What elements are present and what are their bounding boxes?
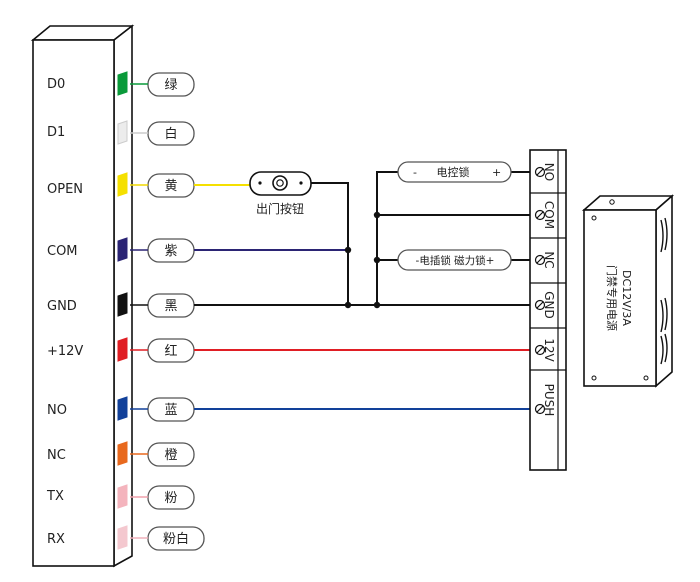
junction-dots bbox=[344, 211, 381, 309]
pin-label-tx: TX bbox=[46, 489, 64, 504]
power-supply bbox=[581, 194, 675, 388]
exit-button-label: 出门按钮 bbox=[256, 201, 304, 216]
controller-board bbox=[30, 24, 135, 568]
pin-label-com: COM bbox=[47, 244, 78, 259]
lock-name: 电控锁 bbox=[437, 165, 470, 179]
wire-labels: 绿 白 黄 紫 黑 红 蓝 橙 粉 粉白 bbox=[163, 78, 189, 547]
wire-label-purple: 紫 bbox=[164, 244, 177, 259]
exit-button-dot-left bbox=[258, 181, 262, 185]
lock-plus: + bbox=[492, 166, 501, 179]
connector-stub-rx bbox=[117, 525, 128, 550]
lock-electric-control: - 电控锁 + bbox=[397, 161, 512, 183]
pin-label-d1: D1 bbox=[47, 125, 65, 140]
lock-minus: - bbox=[413, 166, 417, 179]
terminal-com: COM bbox=[542, 201, 556, 229]
connector-stub-d1 bbox=[117, 120, 128, 145]
wire-label-blue: 蓝 bbox=[164, 403, 177, 418]
connector-stub-no bbox=[117, 396, 128, 421]
wire-label-black: 黑 bbox=[164, 299, 177, 314]
psu-label-line2: 门禁专用电源 bbox=[605, 265, 619, 331]
terminal-nc: NC bbox=[542, 251, 556, 268]
terminal-block bbox=[529, 149, 567, 471]
wire-label-orange: 橙 bbox=[164, 448, 177, 463]
pin-labels: D0 D1 OPEN COM GND +12V NO NC TX RX bbox=[46, 77, 83, 547]
connector-stubs bbox=[117, 71, 128, 550]
terminal-gnd: GND bbox=[542, 291, 556, 319]
connector-stub-d0 bbox=[117, 71, 128, 96]
wire-label-yellow: 黄 bbox=[164, 179, 177, 194]
wire-black-button bbox=[311, 182, 349, 305]
terminal-push: PUSH bbox=[542, 384, 556, 417]
connector-stub-com bbox=[117, 237, 128, 262]
wires bbox=[194, 171, 540, 410]
terminal-12v: 12V bbox=[542, 338, 556, 362]
terminal-no: NO bbox=[542, 163, 556, 181]
wire-label-pink-white: 粉白 bbox=[163, 531, 189, 547]
psu-label-line1: DC12V/3A bbox=[620, 270, 633, 326]
terminal-labels: NO COM NC GND 12V PUSH bbox=[542, 163, 556, 417]
leads bbox=[130, 83, 148, 539]
pin-label-open: OPEN bbox=[47, 182, 83, 197]
pin-label-gnd: GND bbox=[47, 299, 77, 314]
pin-label-d0: D0 bbox=[47, 77, 65, 92]
terminal-screws bbox=[534, 166, 546, 415]
connector-stub-nc bbox=[117, 441, 128, 466]
exit-button bbox=[249, 171, 312, 196]
pin-label-nc: NC bbox=[47, 448, 66, 463]
exit-button-dot-right bbox=[299, 181, 303, 185]
lock-mag: -电插锁 磁力锁+ bbox=[397, 249, 512, 271]
wire-lock-bus bbox=[376, 171, 398, 305]
pin-label-rx: RX bbox=[47, 532, 65, 547]
connector-stub-12v bbox=[117, 337, 128, 362]
wire-label-white: 白 bbox=[164, 126, 177, 142]
pin-label-no: NO bbox=[47, 403, 67, 418]
mag-lock-label: -电插锁 磁力锁+ bbox=[416, 254, 495, 267]
wire-label-red: 红 bbox=[164, 343, 177, 359]
wire-label-boxes bbox=[147, 72, 205, 551]
wire-label-green: 绿 bbox=[164, 78, 177, 93]
connector-stub-tx bbox=[117, 484, 128, 509]
wire-label-pink: 粉 bbox=[164, 491, 177, 506]
pin-label-12v: +12V bbox=[47, 344, 83, 359]
connector-stub-gnd bbox=[117, 292, 128, 317]
connector-stub-open bbox=[117, 172, 128, 197]
